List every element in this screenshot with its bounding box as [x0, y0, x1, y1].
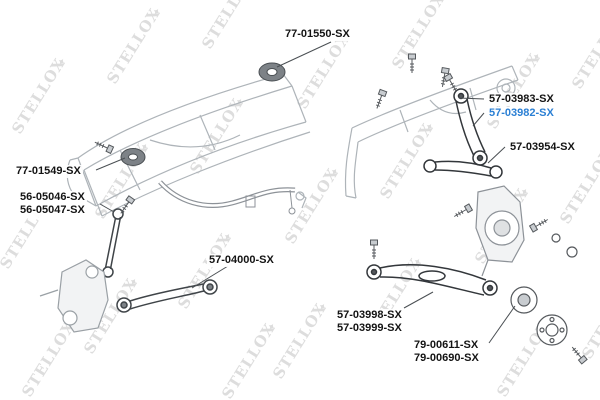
- subframe-bolts: [373, 53, 450, 111]
- part-label-56-05047[interactable]: 56-05047-SX: [18, 204, 87, 217]
- svg-text:STELLOX: STELLOX: [103, 5, 164, 87]
- hub-bearing: [510, 286, 588, 365]
- svg-text:STELLOX: STELLOX: [568, 10, 600, 92]
- stabilizer-link: [90, 195, 136, 293]
- part-label-79-00611[interactable]: 79-00611-SX: [412, 339, 481, 352]
- svg-text:STELLOX: STELLOX: [269, 300, 330, 382]
- svg-text:STELLOX: STELLOX: [8, 55, 69, 137]
- subframe-left-bushing: [92, 138, 146, 166]
- svg-text:STELLOX: STELLOX: [388, 0, 449, 72]
- part-label-57-03998[interactable]: 57-03998-SX: [335, 309, 404, 322]
- part-label-79-00690[interactable]: 79-00690-SX: [412, 352, 481, 365]
- svg-text:STELLOX: STELLOX: [18, 318, 79, 400]
- svg-text:STELLOX: STELLOX: [198, 0, 259, 52]
- transverse-arm: [423, 159, 503, 179]
- left-subframe: [66, 73, 311, 217]
- svg-text:STELLOX: STELLOX: [281, 165, 342, 247]
- part-label-77-01550[interactable]: 77-01550-SX: [283, 28, 352, 41]
- subframe-top-bushing: [258, 62, 286, 82]
- svg-text:STELLOX: STELLOX: [293, 30, 354, 112]
- part-label-57-03983[interactable]: 57-03983-SX: [487, 93, 556, 106]
- lower-wishbone: [366, 239, 498, 296]
- part-label-57-04000[interactable]: 57-04000-SX: [207, 254, 276, 267]
- part-label-57-03982-highlighted[interactable]: 57-03982-SX: [487, 107, 556, 120]
- svg-text:✦: ✦: [436, 0, 450, 4]
- svg-text:STELLOX: STELLOX: [556, 145, 600, 227]
- upper-control-arm: [443, 72, 488, 166]
- svg-text:STELLOX: STELLOX: [218, 320, 279, 400]
- left-knuckle: [39, 259, 109, 333]
- part-label-57-03999[interactable]: 57-03999-SX: [335, 322, 404, 335]
- part-label-77-01549[interactable]: 77-01549-SX: [14, 165, 83, 178]
- stabilizer-bar: [158, 180, 296, 215]
- part-label-56-05046[interactable]: 56-05046-SX: [18, 191, 87, 204]
- right-knuckle: [451, 185, 578, 277]
- svg-text:STELLOX: STELLOX: [174, 230, 235, 312]
- leader-lines: [95, 41, 516, 344]
- part-label-57-03954[interactable]: 57-03954-SX: [508, 141, 577, 154]
- svg-text:STELLOX: STELLOX: [578, 280, 600, 362]
